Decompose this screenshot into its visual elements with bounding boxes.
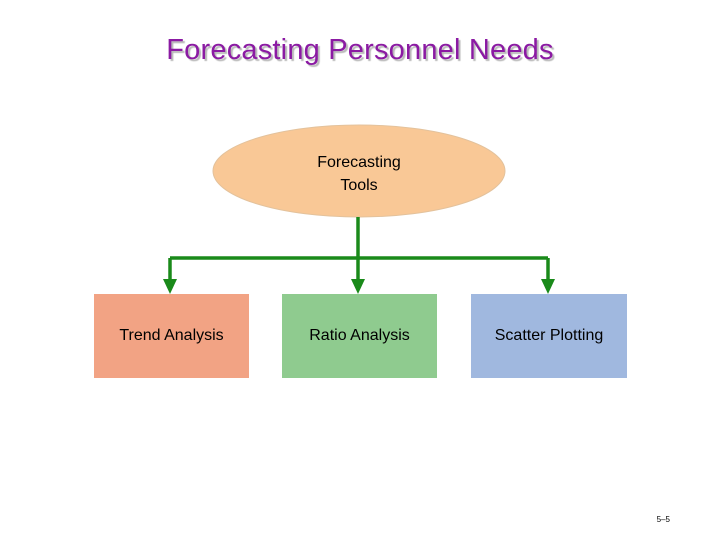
root-node-label: Forecasting Tools [259,151,459,197]
connector-arrowheads [163,279,555,294]
ratio-analysis-box: Ratio Analysis [282,294,437,378]
arrowhead-center [351,279,365,294]
trend-analysis-label: Trend Analysis [119,327,224,344]
arrowhead-left [163,279,177,294]
scatter-plotting-box: Scatter Plotting [471,294,627,378]
root-node-label-line2: Tools [340,177,378,194]
slide-title: Forecasting Personnel Needs [166,34,554,66]
page-number: 5–5 [656,515,670,524]
root-node-label-line1: Forecasting [317,154,401,171]
trend-analysis-box: Trend Analysis [94,294,249,378]
tree-connector [168,217,550,284]
ratio-analysis-label: Ratio Analysis [309,327,410,344]
arrowhead-right [541,279,555,294]
scatter-plotting-label: Scatter Plotting [494,327,604,344]
